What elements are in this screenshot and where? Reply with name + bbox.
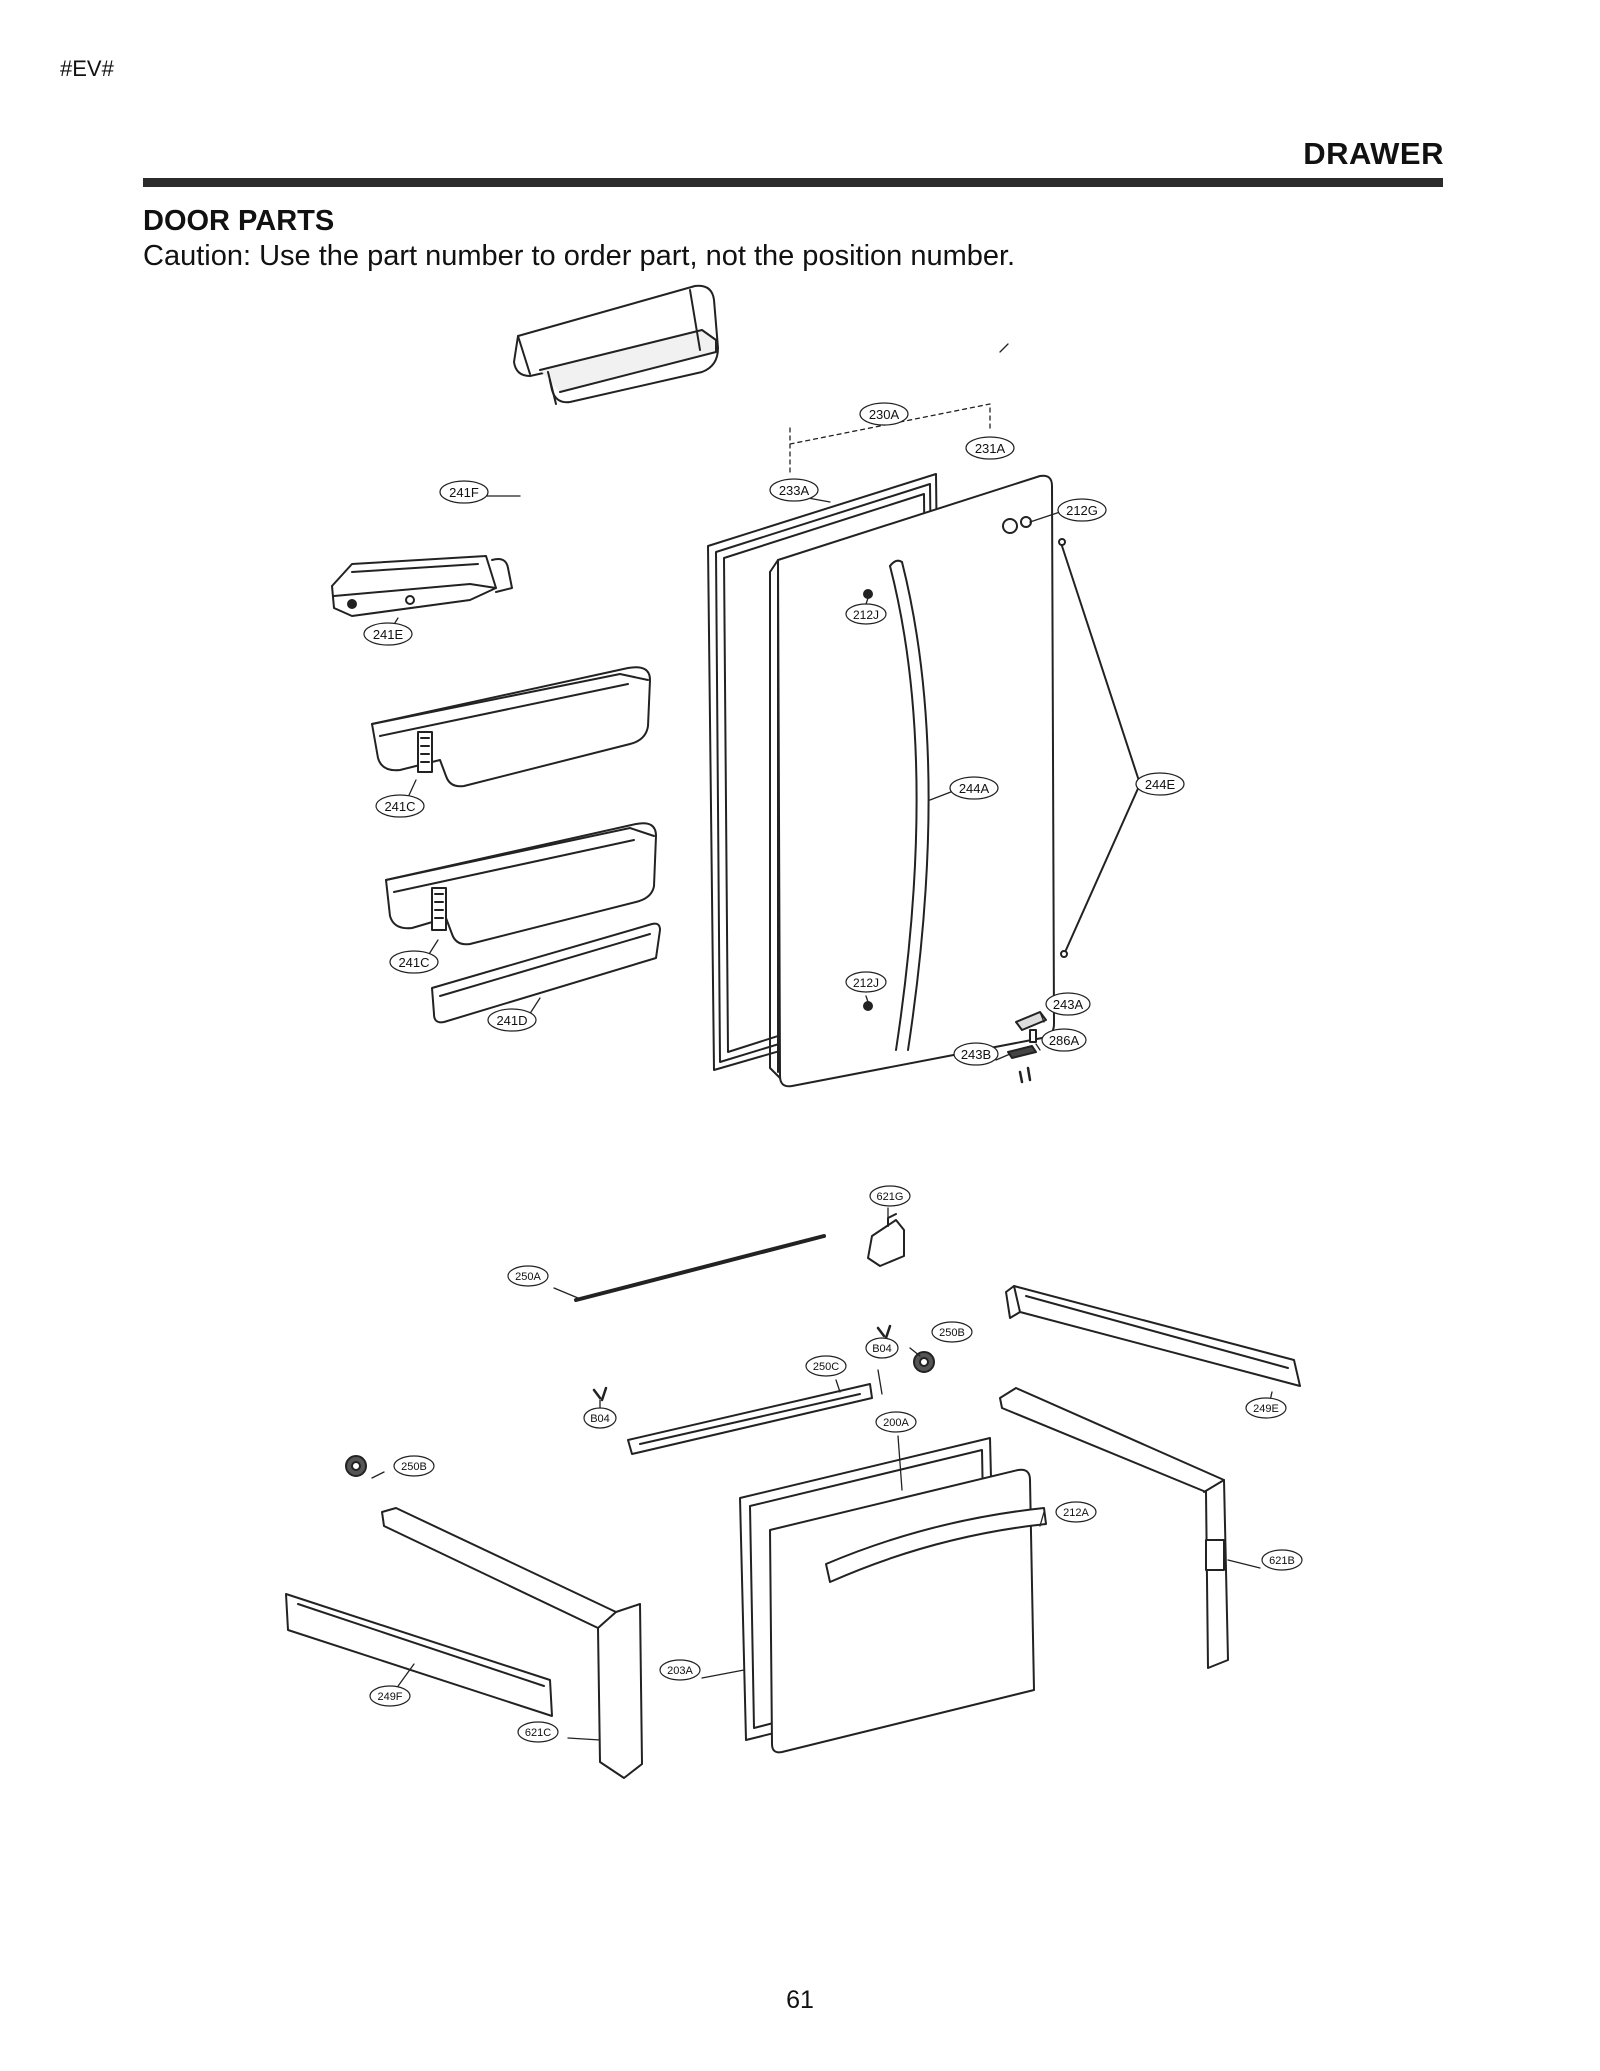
svg-text:241D: 241D (496, 1013, 527, 1028)
part-621g-bracket (867, 1213, 905, 1267)
callout-241e: 241E (363, 622, 413, 646)
part-621c-bracket (381, 1507, 643, 1779)
part-250b-gear-left (345, 1455, 367, 1477)
svg-text:249F: 249F (377, 1691, 402, 1703)
part-b04-screws-left (592, 1386, 608, 1402)
svg-text:200A: 200A (883, 1417, 909, 1429)
callout-243a: 243A (1045, 992, 1091, 1016)
callout-b04-left: B04 (583, 1407, 617, 1429)
svg-text:250C: 250C (813, 1361, 839, 1373)
callout-621b: 621B (1261, 1549, 1303, 1571)
callout-250a: 250A (507, 1265, 549, 1287)
part-241f-bin (513, 284, 719, 405)
callout-249e: 249E (1245, 1397, 1287, 1419)
callout-230a: 230A (859, 402, 909, 426)
svg-text:203A: 203A (667, 1665, 693, 1677)
document-code: #EV# (60, 56, 114, 81)
callout-241d: 241D (487, 1008, 537, 1032)
callout-621g: 621G (869, 1185, 911, 1207)
part-244e-wire (1058, 538, 1141, 958)
svg-text:212J: 212J (853, 608, 879, 622)
svg-text:212J: 212J (853, 976, 879, 990)
part-200a-drawer-front (769, 1468, 1047, 1754)
svg-text:250A: 250A (515, 1271, 541, 1283)
callout-286a: 286A (1041, 1028, 1087, 1052)
part-250a-rod (574, 1234, 826, 1302)
svg-text:243B: 243B (961, 1047, 991, 1062)
callout-249f: 249F (369, 1685, 411, 1707)
svg-text:244E: 244E (1145, 777, 1176, 792)
callout-231a: 231A (965, 436, 1015, 460)
svg-text:249E: 249E (1253, 1403, 1279, 1415)
callout-212g: 212G (1057, 498, 1107, 522)
svg-text:244A: 244A (959, 781, 990, 796)
part-241c-bin-upper (371, 666, 651, 788)
svg-text:241E: 241E (373, 627, 404, 642)
part-249f-rail (285, 1593, 553, 1717)
callout-212j-upper: 212J (845, 603, 887, 625)
callout-233a: 233A (769, 478, 819, 502)
caution-note: Caution: Use the part number to order pa… (143, 240, 1016, 272)
callout-243b: 243B (953, 1042, 999, 1066)
part-621b-bracket (999, 1387, 1229, 1669)
part-243a-hinge (1007, 1011, 1047, 1084)
svg-text:250B: 250B (939, 1327, 965, 1339)
part-212j-screw-upper (863, 589, 873, 599)
callout-244a: 244A (949, 776, 999, 800)
page-number: 61 (786, 1986, 814, 2014)
part-241e-tray (331, 555, 513, 617)
callout-241c-upper: 241C (375, 794, 425, 818)
callout-244e: 244E (1135, 772, 1185, 796)
callout-b04-upper: B04 (865, 1337, 899, 1359)
section-heading: DRAWER (1303, 136, 1444, 171)
svg-text:621B: 621B (1269, 1555, 1295, 1567)
svg-text:250B: 250B (401, 1461, 427, 1473)
callout-250b-left: 250B (393, 1455, 435, 1477)
svg-text:212G: 212G (1066, 503, 1098, 518)
callout-200a: 200A (875, 1411, 917, 1433)
svg-text:243A: 243A (1053, 997, 1084, 1012)
header-rule (143, 178, 1443, 187)
callout-250c: 250C (805, 1355, 847, 1377)
part-244a-door (769, 474, 1055, 1088)
callout-241f: 241F (439, 480, 489, 504)
leader-lines (371, 343, 1273, 1741)
part-241d-guard (431, 922, 661, 1024)
callout-labels: 230A 231A 233A 212G 241F 241E 212J 241C … (363, 402, 1303, 1743)
svg-text:B04: B04 (872, 1343, 892, 1355)
page-title: DOOR PARTS (143, 205, 335, 237)
svg-text:230A: 230A (869, 407, 900, 422)
part-b04-screws-upper (876, 1324, 892, 1340)
callout-203a: 203A (659, 1659, 701, 1681)
part-249e-rail (1005, 1285, 1301, 1387)
callout-212j-lower: 212J (845, 971, 887, 993)
svg-text:B04: B04 (590, 1413, 610, 1425)
svg-text:621C: 621C (525, 1727, 551, 1739)
part-250c-bar (627, 1383, 873, 1455)
part-212j-screw-lower (863, 1001, 873, 1011)
svg-text:241F: 241F (449, 485, 479, 500)
svg-text:286A: 286A (1049, 1033, 1080, 1048)
svg-text:621G: 621G (877, 1191, 904, 1203)
callout-621c: 621C (517, 1721, 559, 1743)
callout-241c-lower: 241C (389, 950, 439, 974)
callout-212a: 212A (1055, 1501, 1097, 1523)
svg-text:231A: 231A (975, 441, 1006, 456)
svg-text:241C: 241C (384, 799, 415, 814)
callout-250b-upper: 250B (931, 1321, 973, 1343)
part-250b-gear-upper (913, 1351, 935, 1373)
part-241c-bin-lower (385, 822, 657, 946)
svg-text:212A: 212A (1063, 1507, 1089, 1519)
svg-text:233A: 233A (779, 483, 810, 498)
svg-text:241C: 241C (398, 955, 429, 970)
